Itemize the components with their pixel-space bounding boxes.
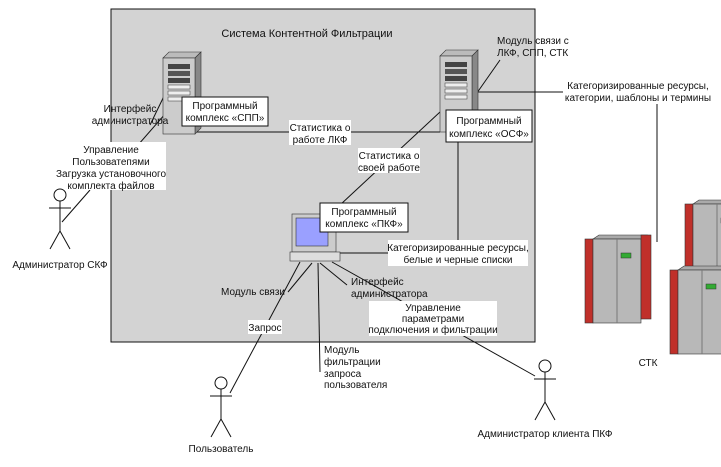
request-label: Запрос <box>248 320 282 334</box>
svg-text:комплекта файлов: комплекта файлов <box>67 180 154 192</box>
admin-interface-pkf-label: Интерфейс администратора <box>351 276 428 300</box>
svg-text:Программный: Программный <box>331 207 396 218</box>
svg-text:Загрузка установочного: Загрузка установочного <box>56 169 166 180</box>
admin-skf-label: Администратор СКФ <box>12 260 108 271</box>
svg-text:администратора: администратора <box>351 289 428 300</box>
svg-text:Интерфейс: Интерфейс <box>104 103 157 115</box>
svg-text:категории, шаблоны и термины: категории, шаблоны и термины <box>565 92 711 104</box>
categorized-resources-pkf-label: Категоризированные ресурсы, белые и черн… <box>387 240 529 266</box>
comm-module-label: Модуль связи <box>221 287 285 298</box>
user-label: Пользователь <box>189 444 254 455</box>
svg-text:запроса: запроса <box>324 369 362 380</box>
svg-text:подключения и фильтрации: подключения и фильтрации <box>368 324 497 336</box>
svg-text:своей работе: своей работе <box>358 162 420 174</box>
svg-text:Программный: Программный <box>192 101 257 112</box>
svg-text:работе ЛКФ: работе ЛКФ <box>293 134 348 146</box>
svg-text:Управление: Управление <box>83 145 139 156</box>
svg-text:Управление: Управление <box>405 303 461 314</box>
svg-text:параметрами: параметрами <box>402 314 464 325</box>
svg-text:фильтрации: фильтрации <box>324 356 381 368</box>
svg-text:ЛКФ, СПП, СТК: ЛКФ, СПП, СТК <box>497 48 568 59</box>
admin-client-label: Администратор клиента ПКФ <box>478 429 613 440</box>
svg-text:комплекс «ОСФ»: комплекс «ОСФ» <box>449 129 529 140</box>
svg-text:Категоризированные ресурсы,: Категоризированные ресурсы, <box>567 81 709 92</box>
stk-server-icon <box>669 265 721 355</box>
admin-skf-actor-icon <box>48 188 72 250</box>
categorized-resources-osf-label: Категоризированные ресурсы, категории, ш… <box>563 78 713 104</box>
svg-text:Пользоватепями: Пользоватепями <box>72 157 149 168</box>
stats-own-label: Статистика о своей работе <box>358 148 420 174</box>
spp-label-box: Программный комплекс «СПП» <box>181 96 269 127</box>
stk-server-icon <box>584 234 652 324</box>
svg-text:Запрос: Запрос <box>248 323 281 334</box>
osf-label-box: Программный комплекс «ОСФ» <box>445 109 533 143</box>
stats-lkf-label: Статистика о работе ЛКФ <box>289 120 351 146</box>
svg-text:Модуль связи с: Модуль связи с <box>497 36 569 47</box>
svg-text:комплекс «ПКФ»: комплекс «ПКФ» <box>325 219 403 230</box>
stk-label: СТК <box>639 358 658 369</box>
user-actor-icon <box>209 376 233 438</box>
svg-text:администратора: администратора <box>92 116 169 127</box>
svg-text:белые и черные списки: белые и черные списки <box>404 254 513 266</box>
system-title: Система Контентной Фильтрации <box>221 28 392 40</box>
svg-text:Статистика о: Статистика о <box>290 123 351 134</box>
svg-text:комплекс «СПП»: комплекс «СПП» <box>186 113 265 124</box>
svg-text:Программный: Программный <box>456 116 521 127</box>
pkf-label-box: Программный комплекс «ПКФ» <box>319 202 409 233</box>
admin-client-actor-icon <box>533 359 557 421</box>
comm-module-osf-label: Модуль связи с ЛКФ, СПП, СТК <box>497 36 569 59</box>
filter-module-label: Модуль фильтрации запроса пользователя <box>324 345 387 391</box>
user-management-label: Управление Пользоватепями Загрузка устан… <box>56 142 166 192</box>
svg-text:Интерфейс: Интерфейс <box>351 276 404 288</box>
svg-text:Категоризированные ресурсы,: Категоризированные ресурсы, <box>387 243 529 254</box>
admin-interface-label: Интерфейс администратора <box>92 103 169 127</box>
svg-text:пользователя: пользователя <box>324 380 387 391</box>
connection-management-label: Управление параметрами подключения и фил… <box>368 301 498 336</box>
svg-text:Статистика о: Статистика о <box>359 151 420 162</box>
svg-text:Модуль: Модуль <box>324 345 359 356</box>
